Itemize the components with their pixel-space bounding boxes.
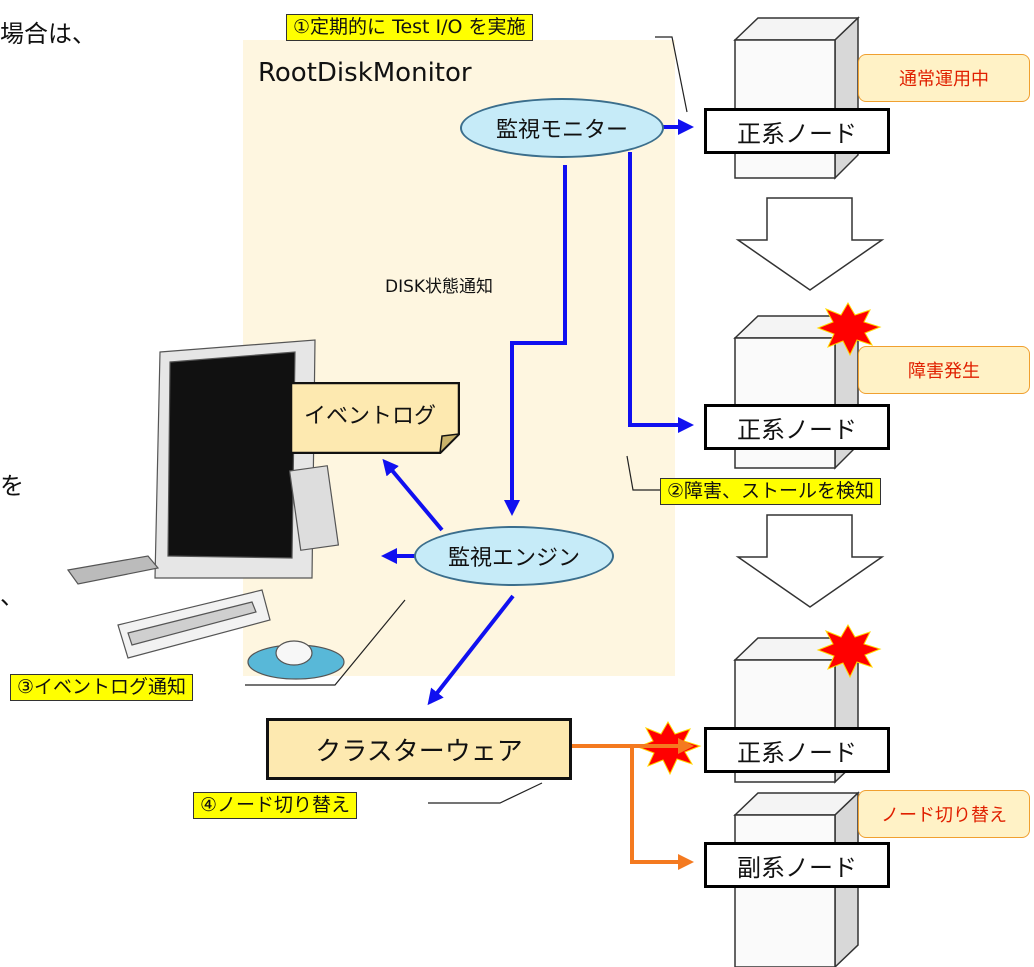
server-tower-1 xyxy=(733,16,860,180)
region-title: RootDiskMonitor xyxy=(258,58,472,88)
transition-arrow-1 xyxy=(735,197,885,291)
left-text-fragment-mid2: 、 xyxy=(0,582,24,610)
monitor-ellipse: 監視モニター xyxy=(460,98,664,158)
primary-node-1: 正系ノード xyxy=(704,108,890,154)
failure-burst-2 xyxy=(816,624,882,679)
step2-tag: ②障害、ストールを検知 xyxy=(660,478,882,505)
left-text-fragment-top: 場合は、 xyxy=(0,20,96,48)
blue-arrows xyxy=(381,119,694,706)
engine-ellipse: 監視エンジン xyxy=(414,526,614,586)
primary-node-3: 正系ノード xyxy=(704,727,890,773)
orange-arrows xyxy=(566,738,694,870)
transition-arrow-2 xyxy=(735,514,885,608)
computer-illustration xyxy=(66,339,345,680)
step4-tag: ④ノード切り替え xyxy=(193,792,358,819)
secondary-node: 副系ノード xyxy=(704,842,890,888)
status-badge-switch: ノード切り替え xyxy=(858,790,1030,838)
primary-node-2: 正系ノード xyxy=(704,404,890,450)
failure-burst-1 xyxy=(816,302,882,357)
status-badge-normal: 通常運用中 xyxy=(858,54,1030,102)
step3-tag: ③イベントログ通知 xyxy=(10,674,194,701)
disk-notify-label: DISK状態通知 xyxy=(385,277,494,297)
callout-lines xyxy=(245,36,688,804)
eventlog-note: イベントログ xyxy=(290,382,460,454)
clusterware-box: クラスターウェア xyxy=(266,718,572,780)
eventlog-label: イベントログ xyxy=(303,404,436,429)
eventlog-note-shape xyxy=(290,382,460,454)
left-text-fragment-mid1: を xyxy=(0,472,24,500)
status-badge-failure: 障害発生 xyxy=(858,346,1030,394)
step1-tag: ①定期的に Test I/O を実施 xyxy=(286,14,533,41)
